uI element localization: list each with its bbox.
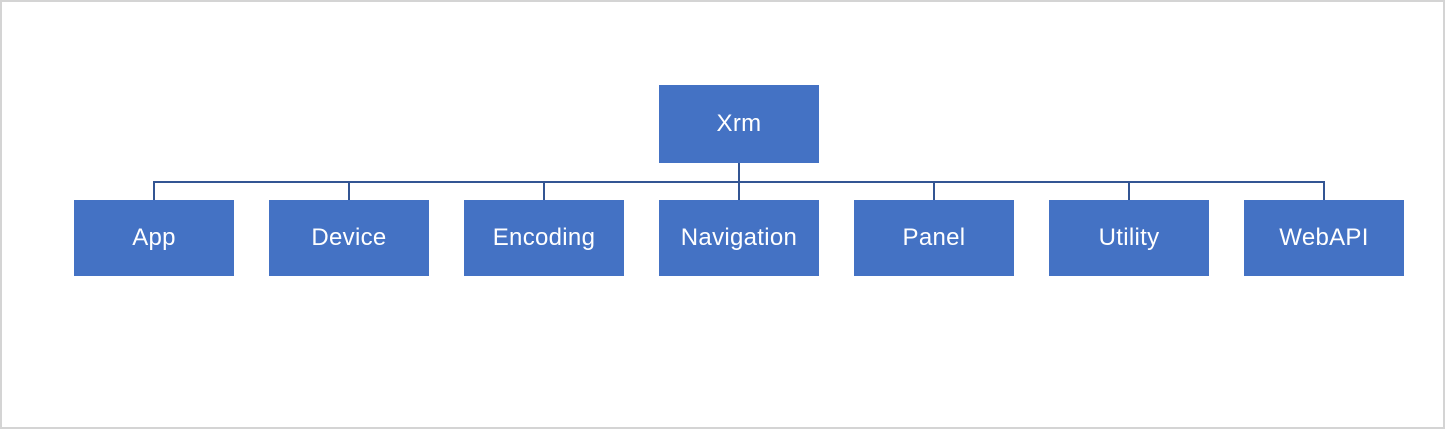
org-node-root: Xrm: [659, 85, 819, 163]
org-node-device-label: Device: [311, 224, 387, 251]
connector-drop-encoding: [543, 183, 545, 200]
connector-parent-stub: [738, 163, 740, 181]
connector-drop-navigation: [738, 183, 740, 200]
org-node-panel: Panel: [854, 200, 1014, 276]
connector-drop-device: [348, 183, 350, 200]
org-node-encoding: Encoding: [464, 200, 624, 276]
org-node-app: App: [74, 200, 234, 276]
org-node-panel-label: Panel: [902, 224, 966, 251]
connector-drop-panel: [933, 183, 935, 200]
org-node-device: Device: [269, 200, 429, 276]
org-node-navigation: Navigation: [659, 200, 819, 276]
org-node-utility: Utility: [1049, 200, 1209, 276]
org-node-navigation-label: Navigation: [680, 224, 798, 251]
connector-drop-webapi: [1323, 183, 1325, 200]
connector-drop-app: [153, 183, 155, 200]
org-node-utility-label: Utility: [1098, 224, 1160, 251]
org-node-root-label: Xrm: [716, 110, 762, 137]
connector-horizontal-line: [153, 181, 1325, 183]
org-node-encoding-label: Encoding: [492, 224, 596, 251]
org-node-webapi: WebAPI: [1244, 200, 1404, 276]
connector-drop-utility: [1128, 183, 1130, 200]
org-node-webapi-label: WebAPI: [1279, 224, 1369, 251]
org-node-app-label: App: [132, 224, 176, 251]
